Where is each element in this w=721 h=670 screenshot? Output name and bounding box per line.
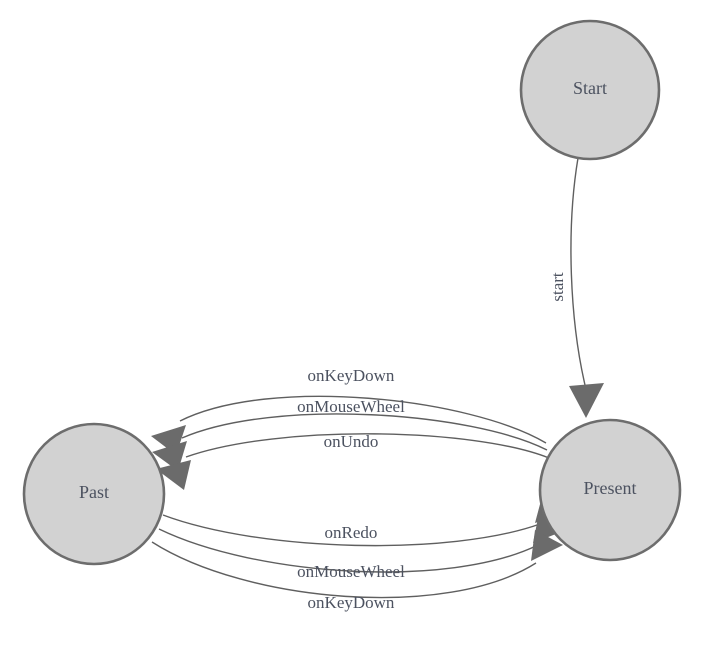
node-present[interactable]: Present bbox=[538, 418, 682, 562]
edge-present-to-past-onundo-path bbox=[185, 433, 550, 459]
node-present-label: Present bbox=[584, 478, 637, 498]
node-past-label: Past bbox=[79, 482, 109, 502]
edge-past-to-present-onkeydown[interactable] bbox=[151, 530, 563, 599]
edge-start-to-present[interactable] bbox=[569, 157, 604, 418]
edge-label-past-to-present-onredo: onRedo bbox=[325, 523, 378, 542]
nodes-layer: Start Past Present bbox=[22, 19, 682, 566]
edge-present-to-past-onundo[interactable] bbox=[156, 433, 550, 490]
node-start-label: Start bbox=[573, 78, 607, 98]
edge-label-start: start bbox=[548, 272, 567, 302]
node-start[interactable]: Start bbox=[519, 19, 661, 161]
edge-label-present-to-past-onundo: onUndo bbox=[324, 432, 379, 451]
edge-present-to-past-onundo-arrowhead bbox=[156, 460, 191, 490]
edge-labels-layer: start onKeyDown onMouseWheel onUndo onRe… bbox=[297, 272, 567, 612]
edge-label-present-to-past-onmousewheel: onMouseWheel bbox=[297, 397, 405, 416]
edge-label-past-to-present-onmousewheel: onMouseWheel bbox=[297, 562, 405, 581]
edge-past-to-present-onredo-path bbox=[162, 514, 541, 547]
edge-present-to-past-onkeydown-path bbox=[179, 395, 547, 444]
edge-present-to-past-onmousewheel-path bbox=[181, 413, 548, 451]
edge-past-to-present-onkeydown-path bbox=[151, 541, 537, 599]
edge-past-to-present-onmousewheel-path bbox=[158, 528, 539, 573]
edge-past-to-present-onkeydown-arrowhead bbox=[531, 530, 563, 561]
node-present-circle bbox=[538, 418, 682, 562]
node-start-circle bbox=[519, 19, 661, 161]
edge-label-past-to-present-onkeydown: onKeyDown bbox=[308, 593, 395, 612]
edge-label-present-to-past-onkeydown: onKeyDown bbox=[308, 366, 395, 385]
node-past[interactable]: Past bbox=[22, 422, 166, 566]
edge-start-to-present-path bbox=[570, 157, 586, 386]
edge-start-to-present-arrowhead bbox=[569, 383, 604, 418]
node-past-circle bbox=[22, 422, 166, 566]
